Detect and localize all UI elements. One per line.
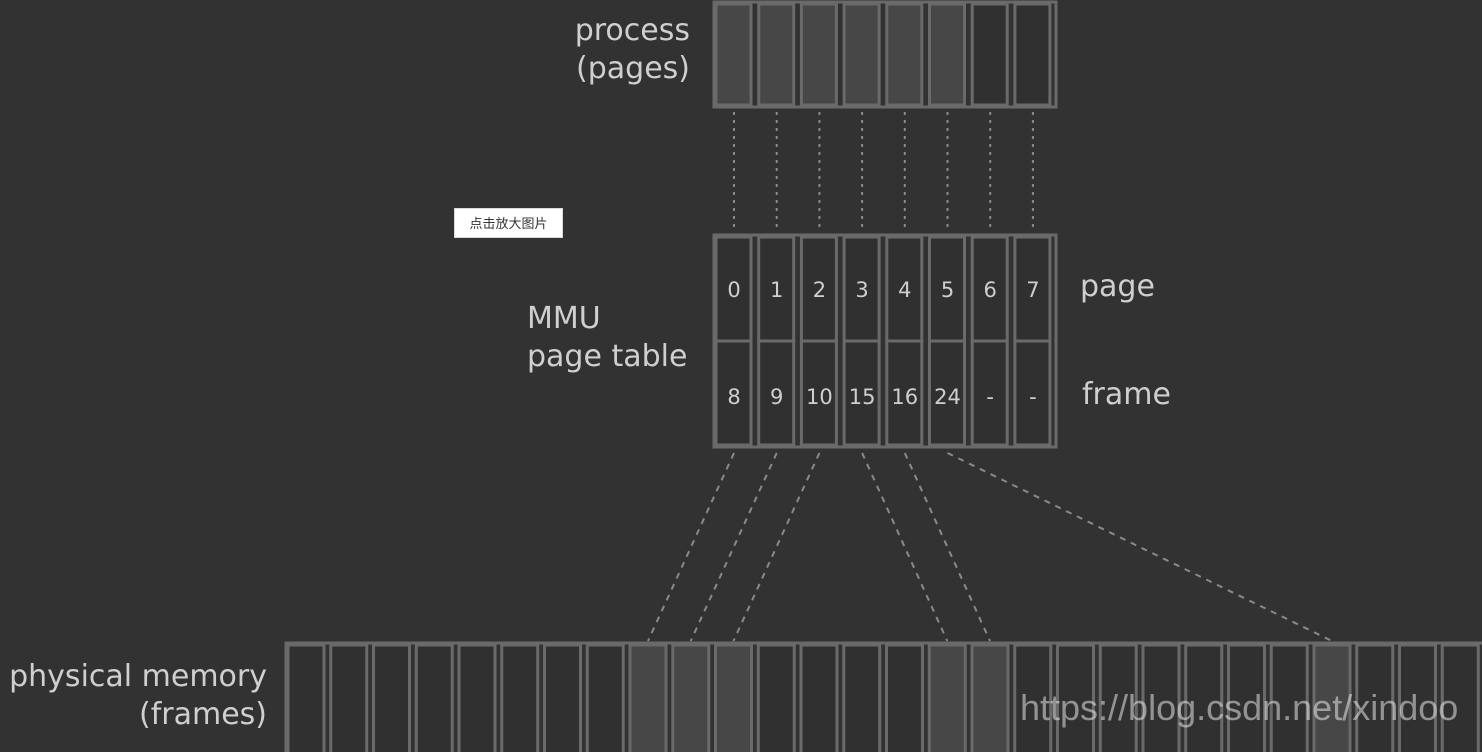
connector-page-5-to-frame-24: [947, 452, 1333, 642]
process-page-cell-4: [885, 2, 924, 107]
page-table-frame-cell-0: [714, 339, 753, 447]
page-number-2: 2: [813, 278, 826, 302]
table-to-frame-connectors: [647, 452, 1333, 642]
physical-frame-cell-23: [1269, 643, 1309, 752]
frame-number-4: 16: [891, 385, 918, 409]
physical-frame-cell-5: [500, 643, 540, 752]
watermark-url: https://blog.csdn.net/xindoo: [1020, 687, 1459, 728]
process-to-table-connectors: [733, 112, 1034, 232]
frame-number-3: 15: [849, 385, 876, 409]
physical-frames-row: [284, 641, 1482, 752]
physical-frame-cell-0: [286, 643, 326, 752]
physical-frame-cell-27: [1440, 643, 1480, 752]
process-label: process (pages): [575, 12, 690, 88]
physical-frame-cell-7: [585, 643, 625, 752]
page-table-frame-cell-4: [885, 339, 924, 447]
physical-frame-cell-10: [714, 643, 753, 752]
page-table-frame-cell-3: [842, 339, 881, 447]
process-label-line1: process: [574, 13, 690, 48]
process-page-cell-3: [842, 2, 881, 107]
frame-number-7: -: [1029, 385, 1037, 409]
page-table-page-cell-1: [757, 235, 796, 343]
physical-frame-cell-13: [842, 643, 882, 752]
connector-page-4-to-frame-16: [903, 452, 991, 642]
physical-frame-cell-2: [372, 643, 411, 752]
page-table-page-cell-5: [928, 235, 966, 343]
physical-frame-cell-14: [885, 643, 924, 752]
page-table-page-cell-4: [885, 235, 924, 343]
connector-page-1-to-frame-9: [689, 452, 778, 642]
connector-page-0-to-frame-8: [647, 452, 735, 642]
physical-frame-cell-15: [927, 643, 967, 752]
physical-frame-cell-16: [970, 643, 1010, 752]
physical-frame-cell-6: [543, 643, 582, 752]
physical-frame-cell-9: [671, 643, 711, 752]
physical-frame-cell-24: [1312, 643, 1352, 752]
frame-number-0: 8: [727, 385, 740, 409]
page-table-page-cell-0: [714, 235, 753, 343]
physical-frame-cell-25: [1355, 643, 1395, 752]
frame-row-label: frame: [1082, 377, 1171, 412]
page-number-7: 7: [1026, 278, 1039, 302]
page-table-grid: 0 8 1 9 2 10 3 15 4 16 5 24 6 - 7 -: [712, 233, 1058, 449]
process-page-cell-7: [1013, 2, 1052, 107]
process-page-cell-6: [970, 2, 1009, 107]
frame-number-2: 10: [806, 385, 833, 409]
process-label-line2: (pages): [576, 51, 690, 86]
page-number-3: 3: [855, 278, 868, 302]
page-table-page-cell-3: [842, 235, 881, 343]
process-page-cell-2: [799, 2, 838, 107]
physical-frame-cell-11: [756, 643, 796, 752]
physical-frame-cell-8: [628, 643, 668, 752]
page-number-0: 0: [727, 278, 740, 302]
frame-number-1: 9: [770, 385, 783, 409]
physical-frame-cell-17: [1013, 643, 1053, 752]
frame-number-5: 24: [934, 385, 961, 409]
physical-memory-label-line1: physical memory: [9, 659, 267, 694]
page-table-frame-cell-1: [757, 339, 796, 447]
physical-frame-cell-12: [799, 643, 839, 752]
mmu-label-line1: MMU: [527, 301, 601, 336]
page-number-5: 5: [941, 278, 954, 302]
physical-frame-cell-26: [1398, 643, 1437, 752]
page-table-frame-cell-5: [928, 339, 966, 447]
physical-frame-cell-4: [457, 643, 497, 752]
page-table-frame-cell-2: [799, 339, 838, 447]
page-table-frame-cell-6: [970, 339, 1009, 447]
physical-frame-cell-21: [1184, 643, 1224, 752]
physical-frame-cell-19: [1098, 643, 1138, 752]
page-row-label: page: [1080, 269, 1155, 304]
mmu-label-line2: page table: [527, 339, 688, 374]
physical-frame-cell-18: [1056, 643, 1095, 752]
connector-page-2-to-frame-10: [732, 452, 821, 642]
page-table-page-cell-6: [970, 235, 1009, 343]
page-number-1: 1: [770, 278, 783, 302]
physical-frame-cell-1: [329, 643, 369, 752]
page-table-page-cell-7: [1013, 235, 1052, 343]
process-page-cell-0: [714, 2, 753, 107]
process-page-cell-5: [928, 2, 966, 107]
physical-memory-label: physical memory (frames): [9, 658, 267, 734]
process-pages-row: [712, 0, 1058, 109]
connector-page-3-to-frame-15: [861, 452, 949, 642]
mmu-label: MMU page table: [527, 300, 687, 376]
physical-frame-cell-3: [414, 643, 454, 752]
page-table-frame-cell-7: [1013, 339, 1052, 447]
process-page-cell-1: [757, 2, 796, 107]
physical-frame-cell-20: [1141, 643, 1181, 752]
page-number-6: 6: [984, 278, 997, 302]
physical-memory-label-line2: (frames): [139, 697, 267, 732]
zoom-image-button[interactable]: 点击放大图片: [454, 208, 563, 238]
frame-number-6: -: [986, 385, 994, 409]
physical-frame-cell-22: [1227, 643, 1266, 752]
page-number-4: 4: [898, 278, 911, 302]
